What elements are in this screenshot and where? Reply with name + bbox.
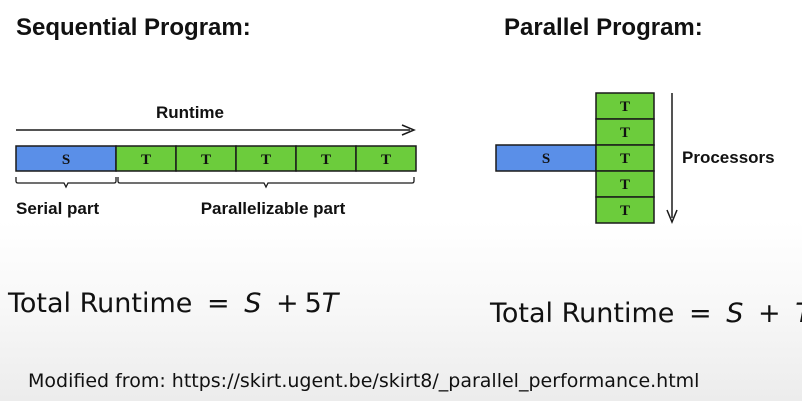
parallel-t-block	[595, 144, 655, 172]
sequential-parallel-blocks: T T T T T	[115, 145, 417, 172]
parallel-t-block	[595, 92, 655, 120]
formula-plus: +	[757, 298, 781, 329]
processors-label: Processors	[682, 148, 775, 167]
serial-part-brace	[15, 177, 117, 189]
parallel-t-block-label: T	[620, 177, 630, 193]
runtime-label: Runtime	[156, 103, 224, 122]
formula-plus: +	[275, 288, 299, 319]
formula-t-term: T	[795, 298, 802, 329]
sequential-t-block-label: T	[381, 152, 391, 168]
sequential-serial-block	[15, 145, 117, 172]
formula-coefficient: 5	[304, 288, 322, 319]
formula-lhs: Total Runtime	[8, 288, 193, 319]
runtime-arrow	[16, 124, 416, 136]
sequential-t-block	[235, 145, 297, 172]
sequential-t-block-label: T	[321, 152, 331, 168]
parallel-t-block-label: T	[620, 151, 630, 167]
serial-part-label: Serial part	[16, 199, 99, 218]
sequential-t-block-label: T	[201, 152, 211, 168]
formula-equals: =	[689, 298, 712, 329]
sequential-program-heading: Sequential Program:	[16, 14, 251, 41]
sequential-t-block	[175, 145, 237, 172]
parallel-program-heading: Parallel Program:	[504, 14, 703, 41]
sequential-t-block-label: T	[261, 152, 271, 168]
parallelizable-part-brace	[117, 177, 415, 189]
formula-equals: =	[207, 288, 230, 319]
sequential-t-block-label: T	[141, 152, 151, 168]
processors-arrow	[666, 93, 678, 224]
parallelizable-part-label: Parallelizable part	[201, 199, 346, 218]
sequential-t-block	[355, 145, 417, 172]
parallel-t-block	[595, 170, 655, 198]
parallel-serial-block-label: S	[542, 151, 550, 167]
formula-lhs: Total Runtime	[490, 298, 675, 329]
formula-t-term: T	[321, 288, 339, 319]
parallel-t-stack: T T T T T	[595, 92, 655, 224]
sequential-t-block	[295, 145, 357, 172]
formula-s-term: S	[244, 288, 262, 319]
parallel-t-block-label: T	[620, 203, 630, 219]
parallel-total-runtime-formula: Total Runtime = S + T	[490, 298, 802, 329]
parallel-t-block-label: T	[620, 99, 630, 115]
sequential-serial-block-label: S	[62, 152, 70, 168]
sequential-total-runtime-formula: Total Runtime = S +5T	[8, 288, 338, 319]
sequential-t-block	[115, 145, 177, 172]
source-citation: Modified from: https://skirt.ugent.be/sk…	[28, 370, 700, 392]
parallel-t-block-label: T	[620, 125, 630, 141]
parallel-t-block	[595, 196, 655, 224]
formula-s-term: S	[726, 298, 744, 329]
